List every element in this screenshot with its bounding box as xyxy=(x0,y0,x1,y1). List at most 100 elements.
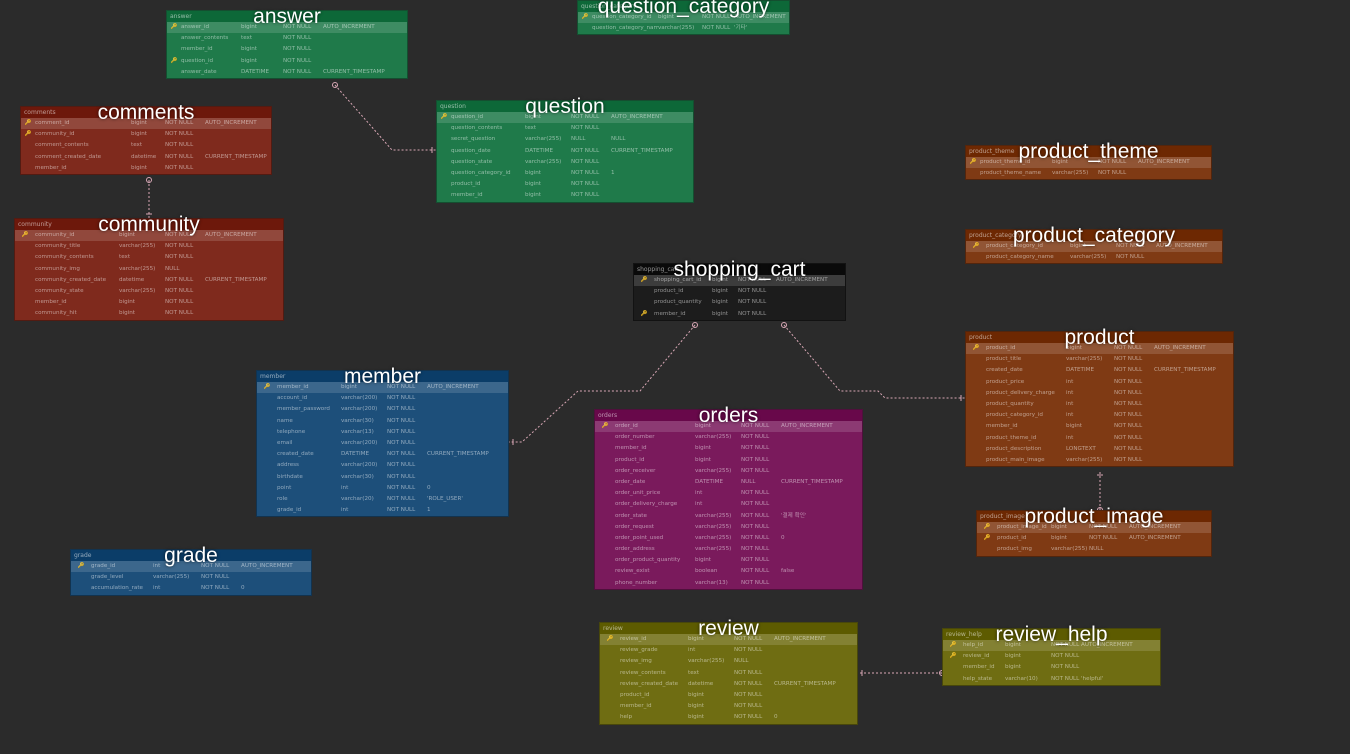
column-row[interactable]: product_imgvarchar(255)NULL xyxy=(977,544,1211,555)
column-row[interactable]: comment_created_datedatetimeNOT NULLCURR… xyxy=(21,152,271,163)
table-header[interactable]: commentscomments xyxy=(21,101,271,124)
table-header[interactable]: productproduct xyxy=(966,326,1233,349)
column-row[interactable]: member_idbigintNOT NULL xyxy=(167,44,407,55)
column-row[interactable]: 🔑product_image_idbigintNOT NULLAUTO_INCR… xyxy=(977,522,1211,534)
column-row[interactable]: rolevarchar(20)NOT NULL'ROLE_USER' xyxy=(257,494,508,505)
column-row[interactable]: member_idbigintNOT NULL xyxy=(595,443,862,454)
column-row[interactable]: order_unit_priceintNOT NULL xyxy=(595,488,862,499)
table-product-image[interactable]: product_imageproduct_image🔑product_image… xyxy=(976,505,1212,557)
table-header[interactable]: product_themeproduct_theme xyxy=(966,140,1211,163)
column-row[interactable]: order_receivervarchar(255)NOT NULL xyxy=(595,466,862,477)
table-header[interactable]: shopping_cartshopping_cart xyxy=(634,258,845,281)
column-row[interactable]: product_category_idintNOT NULL xyxy=(966,410,1233,421)
column-row[interactable]: 🔑shopping_cart_idbigintNOT NULLAUTO_INCR… xyxy=(634,275,845,287)
column-row[interactable]: account_idvarchar(200)NOT NULL xyxy=(257,393,508,404)
column-row[interactable]: product_idbigintNOT NULL xyxy=(437,179,693,190)
table-header[interactable]: product_imageproduct_image xyxy=(977,505,1211,528)
column-row[interactable]: accumulation_rateintNOT NULL0 xyxy=(71,583,311,594)
column-row[interactable]: namevarchar(30)NOT NULL xyxy=(257,416,508,427)
column-row[interactable]: 🔑product_idbigintNOT NULLAUTO_INCREMENT xyxy=(966,343,1233,355)
column-row[interactable]: helpbigintNOT NULL0 xyxy=(600,712,857,723)
column-row[interactable]: 🔑help_idbigintNOT NULLAUTO_INCREMENT xyxy=(943,640,1160,652)
column-row[interactable]: community_created_datedatetimeNOT NULLCU… xyxy=(15,275,283,286)
column-row[interactable]: order_delivery_chargeintNOT NULL xyxy=(595,499,862,510)
table-header[interactable]: communitycommunity xyxy=(15,213,283,236)
table-header[interactable]: gradegrade xyxy=(71,544,311,567)
column-row[interactable]: answer_contentstextNOT NULL xyxy=(167,33,407,44)
table-question-category[interactable]: question_categoryquestion_category🔑quest… xyxy=(577,0,790,36)
table-review-help[interactable]: review_helpreview_help🔑help_idbigintNOT … xyxy=(942,623,1161,686)
column-row[interactable]: help_statevarchar(10)NOT NULL'helpful' xyxy=(943,674,1160,685)
column-row[interactable]: order_product_quantitybigintNOT NULL xyxy=(595,555,862,566)
column-row[interactable]: community_hitbigintNOT NULL xyxy=(15,308,283,319)
table-header[interactable]: reviewreview xyxy=(600,617,857,640)
table-orders[interactable]: ordersorders🔑order_idbigintNOT NULLAUTO_… xyxy=(594,404,863,590)
column-row[interactable]: product_delivery_chargeintNOT NULL xyxy=(966,388,1233,399)
table-product-theme[interactable]: product_themeproduct_theme🔑product_theme… xyxy=(965,140,1212,181)
table-product-category[interactable]: product_categoryproduct_category🔑product… xyxy=(965,224,1223,265)
column-row[interactable]: 🔑order_idbigintNOT NULLAUTO_INCREMENT xyxy=(595,421,862,433)
column-row[interactable]: member_passwordvarchar(200)NOT NULL xyxy=(257,404,508,415)
column-row[interactable]: question_contentstextNOT NULL xyxy=(437,123,693,134)
column-row[interactable]: product_idbigintNOT NULL xyxy=(595,455,862,466)
column-row[interactable]: 🔑comment_idbigintNOT NULLAUTO_INCREMENT xyxy=(21,118,271,130)
column-row[interactable]: member_idbigintNOT NULL xyxy=(437,190,693,201)
column-row[interactable]: review_contentstextNOT NULL xyxy=(600,668,857,679)
column-row[interactable]: product_quantitybigintNOT NULL xyxy=(634,297,845,308)
table-review[interactable]: reviewreview🔑review_idbigintNOT NULLAUTO… xyxy=(599,617,858,725)
column-row[interactable]: 🔑product_category_idbigintNOT NULLAUTO_I… xyxy=(966,241,1222,253)
table-header[interactable]: questionquestion xyxy=(437,95,693,118)
column-row[interactable]: community_titlevarchar(255)NOT NULL xyxy=(15,241,283,252)
column-row[interactable]: question_dateDATETIMENOT NULLCURRENT_TIM… xyxy=(437,146,693,157)
column-row[interactable]: review_existbooleanNOT NULLfalse xyxy=(595,566,862,577)
column-row[interactable]: answer_dateDATETIMENOT NULLCURRENT_TIMES… xyxy=(167,67,407,78)
column-row[interactable]: secret_questionvarchar(255)NULLNULL xyxy=(437,134,693,145)
column-row[interactable]: 🔑community_idbigintNOT NULL xyxy=(21,129,271,140)
column-row[interactable]: created_dateDATETIMENOT NULLCURRENT_TIME… xyxy=(966,365,1233,376)
column-row[interactable]: order_addressvarchar(255)NOT NULL xyxy=(595,544,862,555)
column-row[interactable]: order_dateDATETIMENULLCURRENT_TIMESTAMP xyxy=(595,477,862,488)
column-row[interactable]: review_imgvarchar(255)NULL xyxy=(600,656,857,667)
table-grade[interactable]: gradegrade🔑grade_idintNOT NULLAUTO_INCRE… xyxy=(70,544,312,596)
column-row[interactable]: phone_numbervarchar(13)NOT NULL xyxy=(595,578,862,589)
column-row[interactable]: product_priceintNOT NULL xyxy=(966,377,1233,388)
column-row[interactable]: addressvarchar(200)NOT NULL xyxy=(257,460,508,471)
column-row[interactable]: member_idbigintNOT NULL xyxy=(966,421,1233,432)
column-row[interactable]: 🔑answer_idbigintNOT NULLAUTO_INCREMENT xyxy=(167,22,407,34)
column-row[interactable]: order_point_usedvarchar(255)NOT NULL0 xyxy=(595,533,862,544)
column-row[interactable]: member_idbigintNOT NULL xyxy=(943,662,1160,673)
column-row[interactable]: 🔑grade_idintNOT NULLAUTO_INCREMENT xyxy=(71,561,311,573)
column-row[interactable]: product_idbigintNOT NULL xyxy=(600,690,857,701)
column-row[interactable]: product_idbigintNOT NULL xyxy=(634,286,845,297)
column-row[interactable]: order_statevarchar(255)NOT NULL'결제 확인' xyxy=(595,511,862,522)
column-row[interactable]: 🔑member_idbigintNOT NULL xyxy=(634,309,845,320)
column-row[interactable]: product_theme_namevarchar(255)NOT NULL xyxy=(966,168,1211,179)
column-row[interactable]: birthdatevarchar(30)NOT NULL xyxy=(257,472,508,483)
column-row[interactable]: order_requestvarchar(255)NOT NULL xyxy=(595,522,862,533)
table-community[interactable]: communitycommunity🔑community_idbigintNOT… xyxy=(14,213,284,321)
column-row[interactable]: 🔑product_theme_idbigintNOT NULLAUTO_INCR… xyxy=(966,157,1211,169)
column-row[interactable]: 🔑product_idbigintNOT NULLAUTO_INCREMENT xyxy=(977,533,1211,544)
column-row[interactable]: community_statevarchar(255)NOT NULL xyxy=(15,286,283,297)
column-row[interactable]: member_idbigintNOT NULL xyxy=(600,701,857,712)
column-row[interactable]: product_descriptionLONGTEXTNOT NULL xyxy=(966,444,1233,455)
column-row[interactable]: telephonevarchar(13)NOT NULL xyxy=(257,427,508,438)
column-row[interactable]: review_gradeintNOT NULL xyxy=(600,645,857,656)
column-row[interactable]: 🔑question_idbigintNOT NULL xyxy=(167,56,407,67)
column-row[interactable]: 🔑community_idbigintNOT NULLAUTO_INCREMEN… xyxy=(15,230,283,242)
column-row[interactable]: 🔑member_idbigintNOT NULLAUTO_INCREMENT xyxy=(257,382,508,394)
column-row[interactable]: 🔑question_category_idbigintNOT NULLAUTO_… xyxy=(578,12,789,24)
table-shopping-cart[interactable]: shopping_cartshopping_cart🔑shopping_cart… xyxy=(633,258,846,321)
column-row[interactable]: question_category_idbigintNOT NULL1 xyxy=(437,168,693,179)
table-product[interactable]: productproduct🔑product_idbigintNOT NULLA… xyxy=(965,326,1234,468)
table-member[interactable]: membermember🔑member_idbigintNOT NULLAUTO… xyxy=(256,365,509,518)
table-answer[interactable]: answeranswer🔑answer_idbigintNOT NULLAUTO… xyxy=(166,5,408,79)
column-row[interactable]: member_idbigintNOT NULL xyxy=(21,163,271,174)
column-row[interactable]: 🔑question_idbigintNOT NULLAUTO_INCREMENT xyxy=(437,112,693,124)
table-question[interactable]: questionquestion🔑question_idbigintNOT NU… xyxy=(436,95,694,203)
table-header[interactable]: product_categoryproduct_category xyxy=(966,224,1222,247)
column-row[interactable]: review_created_datedatetimeNOT NULLCURRE… xyxy=(600,679,857,690)
column-row[interactable]: order_numbervarchar(255)NOT NULL xyxy=(595,432,862,443)
column-row[interactable]: product_category_namevarchar(255)NOT NUL… xyxy=(966,252,1222,263)
column-row[interactable]: created_dateDATETIMENOT NULLCURRENT_TIME… xyxy=(257,449,508,460)
